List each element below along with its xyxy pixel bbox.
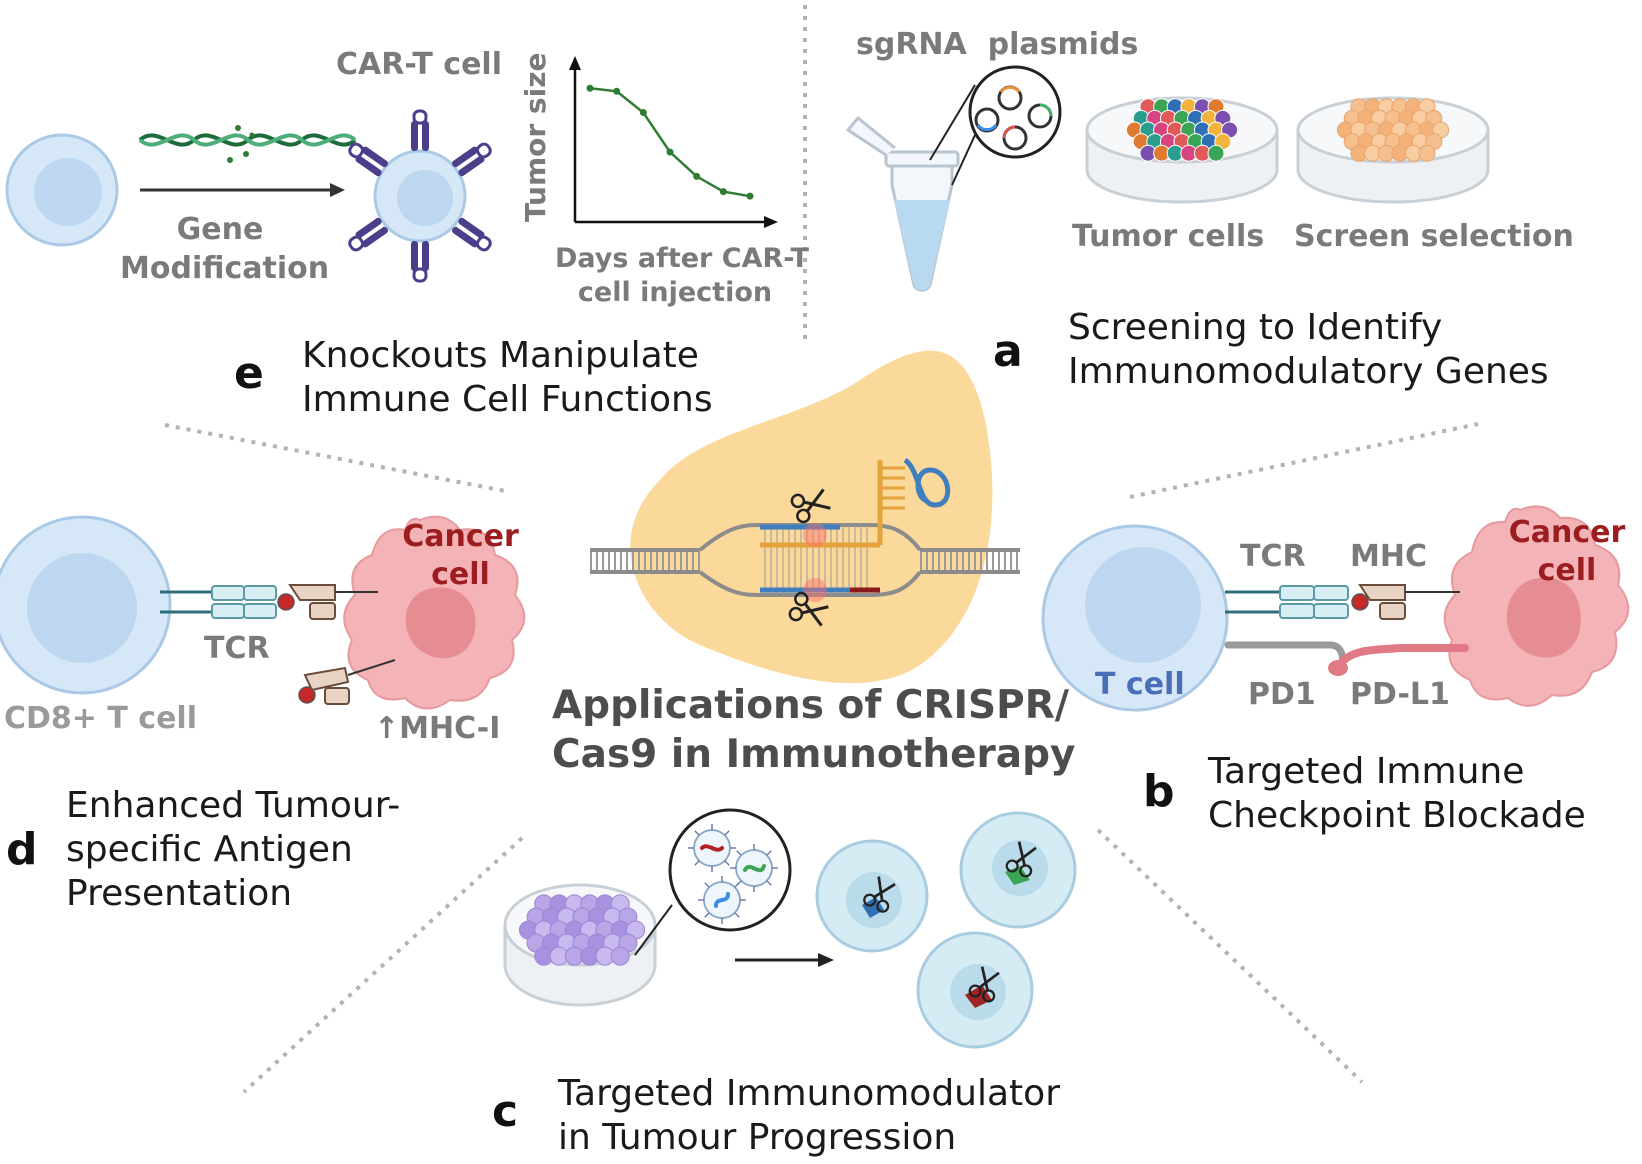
panel-e-letter: e [234,348,264,399]
panel-d-heading: Enhanced Tumour- specific Antigen Presen… [66,784,400,916]
diagram-title-line1: Applications of CRISPR/ [552,683,1069,728]
tumor-size-chart [569,56,778,228]
tcr-mhc-complex-d [160,584,378,620]
panel-a-heading-line2: Immunomodulatory Genes [1068,350,1549,392]
cd8-t-cell-label: CD8+ T cell [4,701,197,736]
chart-series-line [589,86,751,198]
colony-cell [1207,144,1225,162]
chart-point [693,172,701,180]
pd1-label: PD1 [1248,677,1316,712]
divider-upper-right [1129,422,1479,499]
plasmid-zoom-circle [968,65,1062,159]
panel-d-heading-line3: Presentation [66,872,293,914]
panel-c-heading-line1: Targeted Immunomodulator [558,1073,1060,1114]
t-cell-label-b: T cell [1095,667,1185,702]
panel-b-art [1041,505,1630,712]
cancer-b-line1: Cancer [1508,515,1626,550]
tube-icon [845,115,960,292]
tcr-label-b: TCR [1240,539,1306,574]
panel-b-heading: Targeted Immune Checkpoint Blockade [1208,750,1586,838]
panel-dividers [164,5,1479,1094]
dna-left-arm [590,550,700,572]
chart-point [613,87,621,95]
cancer-d-line2: cell [431,556,490,592]
chart-point [586,84,594,92]
cas9-complex [590,350,1020,684]
diagram-title: Applications of CRISPR/ Cas9 in Immunoth… [552,682,1075,780]
chart-x-axis-label: Days after CAR-T cell injection [555,242,809,310]
panel-c-letter: c [492,1086,519,1137]
cancer-d-line1: Cancer [402,519,519,554]
cas9-protein-blob [630,350,993,684]
dna-helix-icon [138,133,357,147]
tumor-cells-label: Tumor cells [1072,219,1265,254]
chart-point [666,148,674,156]
panel-d-letter: d [6,824,38,875]
tumor-cell-colony [1125,98,1239,162]
dna-right-arm [920,550,1020,572]
sgrna-plasmids-label: sgRNA plasmids [856,27,1139,62]
gene-label-line1: Gene [176,212,264,247]
panel-e-heading-line1: Knockouts Manipulate [302,335,699,376]
selected-cell-colony [1336,98,1450,162]
plasmid-icon [974,85,1053,151]
divider-lower-right [1096,828,1364,1084]
edited-cell-green [959,811,1077,929]
cancer-b-line2: cell [1537,552,1597,588]
colony-cell [1418,144,1436,162]
panel-c-heading-line2: in Tumour Progression [558,1116,957,1158]
divider-upper-left [164,423,511,494]
gene-label-line2: Modification [120,251,330,286]
diagram-title-line2: Cas9 in Immunotherapy [552,731,1076,777]
panel-e-heading: Knockouts Manipulate Immune Cell Functio… [302,334,713,422]
tcr-label-d: TCR [204,631,270,666]
panel-c-heading: Targeted Immunomodulator in Tumour Progr… [558,1072,1060,1160]
edited-cell-red [916,931,1034,1049]
panel-e-art [5,56,778,283]
panel-e-heading-line2: Immune Cell Functions [302,378,713,420]
chart-point [639,109,647,117]
panel-a-art [845,65,1490,292]
cancer-cell-label-d: Cancer cell [398,518,523,593]
mhc-i-label: ↑MHC-I [374,711,501,746]
chart-point [719,188,727,196]
chart-x-label-line1: Days after CAR-T [555,243,809,274]
colony-cell [610,946,630,966]
panel-b-heading-line1: Targeted Immune [1208,751,1525,792]
chart-x-label-line2: cell injection [577,276,773,308]
mhc-label-b: MHC [1350,539,1427,574]
panel-a-heading: Screening to Identify Immunomodulatory G… [1068,306,1549,394]
tcr-mhc-complex-b [1225,584,1460,620]
panel-b-heading-line2: Checkpoint Blockade [1208,794,1586,836]
guide-rna-loop [903,457,951,508]
chart-point [746,192,754,200]
cut-site-glow-top [803,523,827,547]
mhc-i-complex [298,659,396,705]
cart-cell-label: CAR-T cell [336,47,502,82]
pd1-pdl1-complex [1224,641,1469,676]
panel-d-art [0,515,526,710]
divider-lower-left [242,836,524,1094]
gene-modification-label: Gene Modification [120,210,330,288]
screen-selection-label: Screen selection [1294,219,1574,254]
chart-series-points [586,84,754,200]
pdl1-label: PD-L1 [1350,677,1450,712]
chart-y-axis-label: Tumor size [519,52,552,222]
panel-c-art [503,808,1077,1049]
gene-edit-fragments [227,125,255,163]
cut-site-glow-bottom [803,578,827,602]
transduced-cell-colony [518,894,646,966]
panel-d-heading-line2: specific Antigen [66,828,353,870]
edited-cell-blue [815,839,929,953]
panel-d-heading-line1: Enhanced Tumour- [66,785,401,826]
cancer-cell-label-b: Cancer cell [1502,514,1632,589]
panel-b-letter: b [1143,766,1175,817]
panel-a-heading-line1: Screening to Identify [1068,307,1443,348]
panel-a-letter: a [993,326,1023,377]
